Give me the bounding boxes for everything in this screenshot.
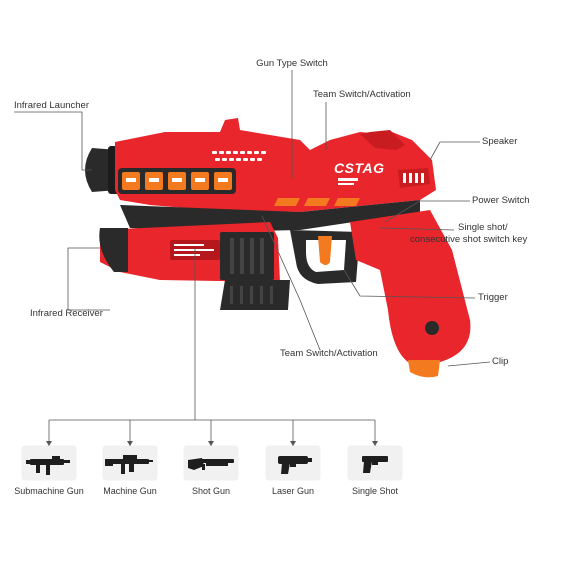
shotgun-icon (188, 458, 234, 470)
gun-mid-frame (120, 200, 420, 232)
handle-button (425, 321, 439, 335)
mode-tile-single-shot (348, 446, 402, 480)
mode-label-single-shot: Single Shot (351, 486, 399, 496)
side-grip-plate (220, 232, 274, 280)
mode-tile-shot-gun (184, 446, 238, 480)
mode-label-shot-gun: Shot Gun (191, 486, 231, 496)
mode-label-submachine-gun: Submachine Gun (14, 486, 84, 496)
mode-label-laser-gun: Laser Gun (271, 486, 315, 496)
tree-arrows (46, 441, 378, 446)
callout-lines (14, 70, 491, 446)
mode-tile-laser-gun (266, 446, 320, 480)
label-trigger: Trigger (478, 292, 508, 303)
label-team-switch-top: Team Switch/Activation (313, 89, 411, 100)
label-team-switch-bottom: Team Switch/Activation (280, 348, 378, 359)
clip (408, 360, 440, 378)
laser-gun-icon (278, 456, 312, 474)
pistol-icon (362, 456, 388, 473)
label-infrared-launcher: Infrared Launcher (14, 100, 89, 111)
infrared-receiver-dome (99, 228, 128, 272)
label-gun-type-switch: Gun Type Switch (256, 58, 328, 69)
mode-label-machine-gun: Machine Gun (103, 486, 157, 496)
gun-brand-logo: CSTAG (334, 160, 385, 176)
orange-accents (274, 198, 360, 206)
trigger (318, 236, 332, 265)
label-clip: Clip (492, 356, 509, 367)
mode-tile-machine-gun (103, 446, 157, 480)
machine-gun-icon (105, 455, 153, 474)
vent-holes (212, 151, 266, 161)
mode-tile-submachine-gun (22, 446, 76, 480)
label-speaker: Speaker (482, 136, 518, 147)
label-shot-switch-line1: Single shot/ (458, 222, 508, 233)
submachine-gun-icon (26, 456, 70, 475)
rear-fin (360, 130, 405, 150)
label-infrared-receiver: Infrared Receiver (30, 308, 103, 319)
label-power-switch: Power Switch (472, 195, 530, 206)
label-shot-switch-line2: consecutive shot switch key (410, 234, 528, 245)
gun-handle (350, 210, 471, 362)
